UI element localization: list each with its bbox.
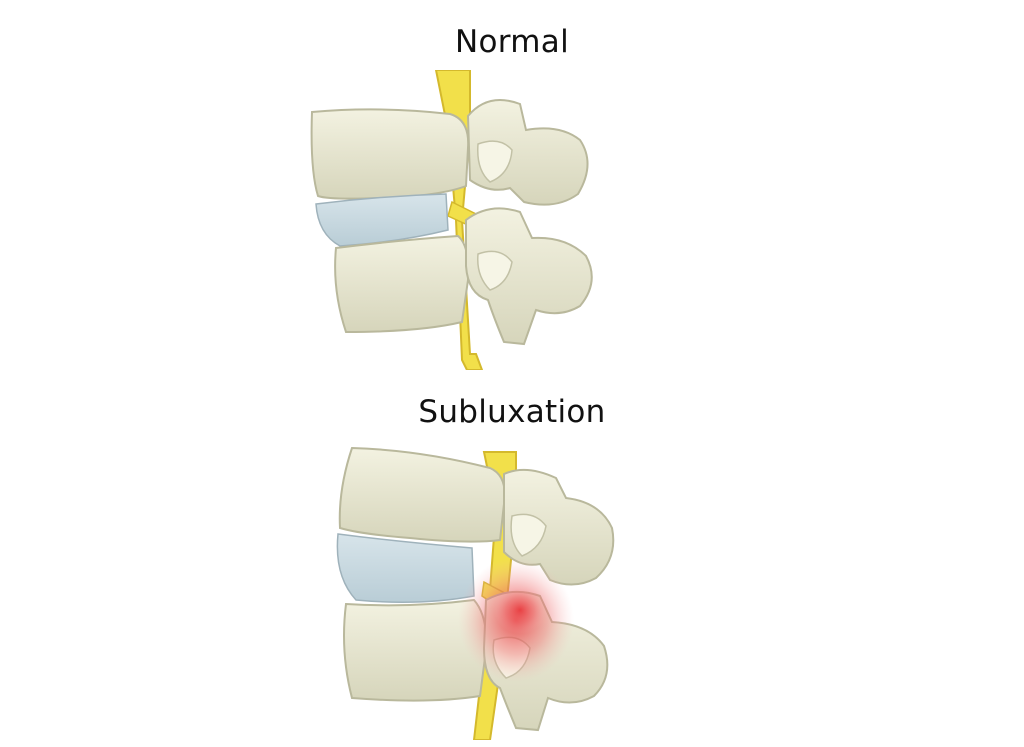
subluxated-vertebrae-illustration (336, 446, 615, 740)
intervertebral-disc (336, 533, 475, 603)
upper-vertebral-body (310, 108, 470, 200)
normal-vertebrae-illustration (310, 70, 593, 370)
lower-vertebral-body (334, 234, 470, 334)
upper-posterior-elements (466, 99, 589, 206)
intervertebral-disc (315, 193, 449, 247)
panel-title-normal: Normal (455, 24, 569, 60)
lower-vertebral-body (343, 598, 488, 702)
upper-vertebral-body (338, 446, 506, 543)
lower-posterior-elements (465, 207, 593, 346)
subluxation-highlight (458, 558, 574, 682)
panel-title-subluxation: Subluxation (418, 394, 606, 430)
upper-posterior-elements (503, 468, 615, 586)
